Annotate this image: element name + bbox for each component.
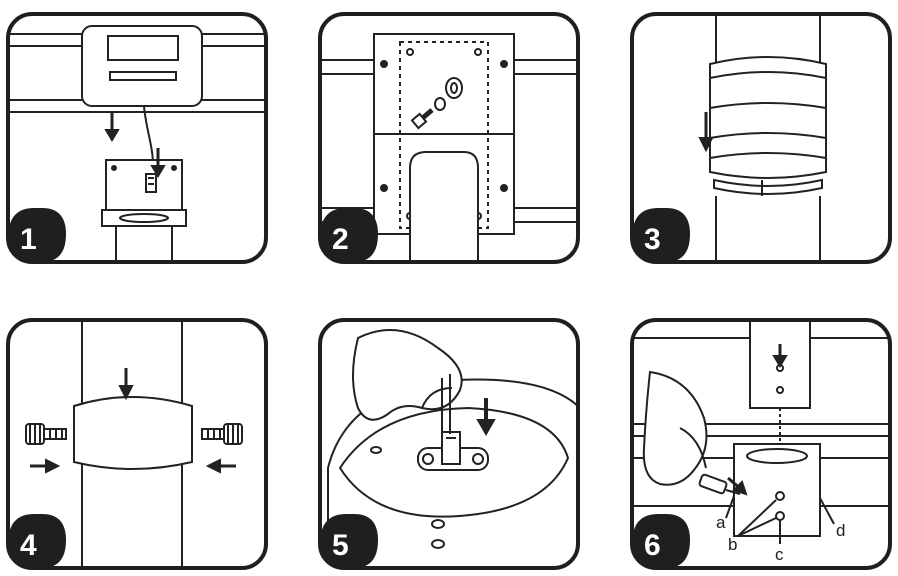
- step-1-panel: 1: [6, 12, 270, 266]
- step-badge: [320, 208, 378, 262]
- sleeve-collar-shape: [709, 56, 827, 179]
- down-arrow-icon: [772, 355, 788, 368]
- clamp-plate-shape: [73, 396, 193, 470]
- step-4-panel: 4: [6, 318, 270, 572]
- step-3-panel: 3: [630, 12, 894, 266]
- diagonal-arrow-icon: [732, 480, 748, 496]
- hand-icon: [642, 370, 708, 486]
- step-number: 6: [644, 529, 661, 562]
- step-number: 3: [644, 223, 661, 256]
- step-badge: [8, 514, 66, 568]
- step-badge: [8, 208, 66, 262]
- left-arrow-icon: [205, 458, 221, 474]
- down-arrow-icon: [476, 419, 496, 437]
- step-5-panel: 5: [318, 318, 582, 572]
- step-number: 5: [332, 529, 349, 562]
- step-6-panel: a b c d 6: [630, 318, 894, 572]
- hand-icon: [352, 329, 463, 421]
- column-top-shape: [105, 159, 183, 211]
- step-badge: [632, 514, 690, 568]
- callout-c: c: [775, 545, 784, 564]
- down-arrow-icon: [104, 129, 120, 142]
- down-arrow-icon: [150, 165, 166, 178]
- callout-b: b: [728, 535, 737, 554]
- step-badge: [632, 208, 690, 262]
- step-number: 1: [20, 223, 37, 256]
- step-2-panel: 2: [318, 12, 582, 266]
- screw-icon: [698, 473, 728, 495]
- down-arrow-icon: [118, 385, 134, 401]
- step-number: 4: [20, 529, 37, 562]
- step-number: 2: [332, 223, 349, 256]
- right-arrow-icon: [45, 458, 61, 474]
- callout-d: d: [836, 521, 845, 540]
- step-badge: [320, 514, 378, 568]
- callout-a: a: [716, 513, 726, 532]
- down-arrow-icon: [698, 137, 714, 153]
